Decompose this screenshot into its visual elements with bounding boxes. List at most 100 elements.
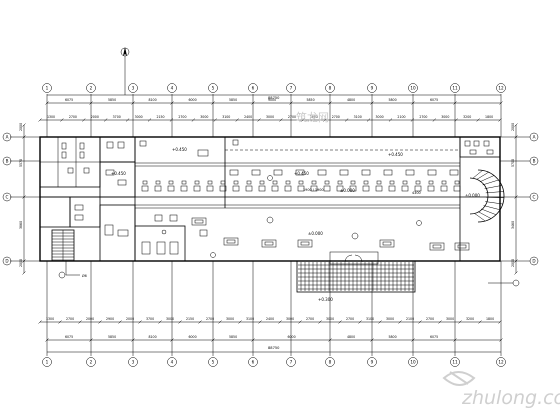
dimension-tick xyxy=(131,338,135,342)
lower-seating-row xyxy=(154,214,470,251)
dimension-text: 5700 xyxy=(511,159,515,167)
dimension-tick xyxy=(358,320,362,324)
dimension-tick xyxy=(89,338,93,342)
dimension-tick xyxy=(211,101,215,105)
dimension-tick xyxy=(499,338,503,342)
dimension-text: 2900 xyxy=(106,317,114,321)
grid-note: 4300 xyxy=(412,191,421,195)
desk xyxy=(323,185,331,192)
dimension-tick xyxy=(458,320,462,324)
axis-bubble-top xyxy=(208,83,218,93)
dimension-text: 3000 xyxy=(135,115,143,119)
axis-label: 4 xyxy=(171,360,174,365)
chair xyxy=(181,180,187,185)
dimension-tick xyxy=(170,101,174,105)
dimension-tick xyxy=(251,101,255,105)
entrance-canopy xyxy=(296,251,416,293)
dimension-tick xyxy=(279,118,283,122)
seating-table xyxy=(382,241,392,246)
axis-label: B xyxy=(6,159,9,164)
section-marker-left: Ø6 xyxy=(58,261,87,279)
dimension-text: 5570 xyxy=(19,159,23,167)
axis-bubble-left xyxy=(2,156,12,166)
dimension-tick xyxy=(89,101,93,105)
chair xyxy=(246,180,252,185)
dimension-tick xyxy=(398,320,402,324)
seating-group xyxy=(297,239,313,248)
desk xyxy=(427,169,437,176)
dimension-text: 5850 xyxy=(108,335,116,339)
dimension-tick xyxy=(213,118,217,122)
axis-bubble-top xyxy=(286,83,296,93)
dimension-tick xyxy=(388,118,393,122)
axis-label: A xyxy=(533,135,536,140)
axis-bubble-top xyxy=(248,83,258,93)
desk xyxy=(388,185,396,192)
axis-label: 3 xyxy=(132,360,135,365)
dimension-text: 6075 xyxy=(65,335,73,339)
dimension-tick xyxy=(104,118,108,122)
axis-label: 12 xyxy=(498,86,504,91)
dimension-text: 3460 xyxy=(511,221,515,229)
dimension-tick xyxy=(125,118,130,122)
seating-group xyxy=(454,242,470,251)
dimension-tick xyxy=(411,101,415,105)
chair xyxy=(363,180,369,185)
dimension-tick xyxy=(258,320,262,324)
axis-label: 6 xyxy=(252,360,255,365)
dimension-text: 3000 xyxy=(166,317,174,321)
desk xyxy=(361,169,371,176)
stair-tread xyxy=(477,211,492,219)
dimension-tick xyxy=(453,101,457,105)
dimension-tick xyxy=(98,320,102,324)
desk xyxy=(193,185,201,192)
stair-tread xyxy=(485,197,504,199)
stair-tread xyxy=(483,205,501,211)
axis-bubble-bottom xyxy=(450,357,460,367)
dimension-tick xyxy=(298,320,302,324)
dimension-text: 1800 xyxy=(485,115,493,119)
stair-tread xyxy=(479,175,495,183)
chair xyxy=(428,180,434,185)
dimension-text: 2700 xyxy=(419,115,427,119)
seating-group xyxy=(261,239,277,248)
axis-bubble-bottom xyxy=(128,357,138,367)
dimension-text: 3100 xyxy=(246,317,254,321)
seating-group xyxy=(223,237,239,246)
axis-bubble-bottom xyxy=(286,357,296,367)
axis-label: D xyxy=(532,259,535,264)
dimension-text: 3100 xyxy=(222,115,230,119)
dimension-text: 5800 xyxy=(389,335,397,339)
desk xyxy=(206,185,214,192)
axis-label: 7 xyxy=(290,86,293,91)
desk xyxy=(154,185,162,192)
dimension-text: 2000 xyxy=(511,123,515,131)
dimension-tick xyxy=(454,118,458,122)
axis-bubble-left xyxy=(2,256,12,266)
level-label: +0.450 xyxy=(388,152,403,157)
dimension-text: 2700 xyxy=(69,115,77,119)
chair xyxy=(142,180,148,185)
watermark-en: zhulong.com xyxy=(461,387,560,409)
axis-label: 5 xyxy=(212,86,215,91)
desk xyxy=(317,169,327,176)
chair xyxy=(324,180,330,185)
axis-label: D xyxy=(5,259,8,264)
dimension-tick xyxy=(410,118,415,122)
dimension-text: 4800 xyxy=(347,98,355,102)
dimension-tick xyxy=(138,320,142,324)
stair-tread xyxy=(474,213,486,222)
desk xyxy=(453,185,461,192)
seating-table xyxy=(226,239,236,244)
axis-label: 10 xyxy=(410,86,416,91)
dimension-tick xyxy=(514,271,518,275)
dimension-tick xyxy=(45,101,49,105)
right-service-block xyxy=(459,136,501,158)
dimension-text: 6000 xyxy=(288,335,296,339)
watermark-cn: 筑龙网 xyxy=(296,110,329,124)
dimension-tick xyxy=(251,338,255,342)
axis-bubble-top xyxy=(367,83,377,93)
dimension-tick xyxy=(478,320,482,324)
